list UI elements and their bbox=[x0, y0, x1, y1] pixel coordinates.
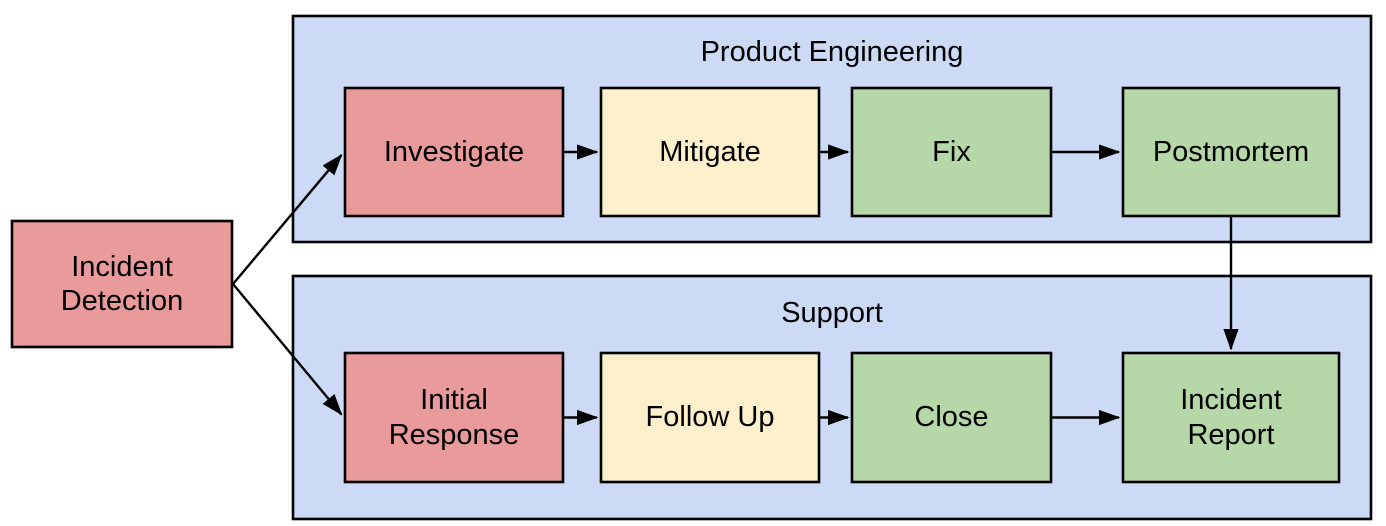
node-shape-group bbox=[10, 86, 1341, 484]
node-mitigate[interactable] bbox=[599, 86, 821, 218]
node-investigate[interactable] bbox=[343, 86, 565, 218]
node-initial-response[interactable] bbox=[343, 351, 565, 484]
connector-group bbox=[232, 144, 1239, 426]
node-incident-detection[interactable] bbox=[10, 219, 234, 349]
node-fix[interactable] bbox=[850, 86, 1053, 218]
connector-detection-to-initial-response bbox=[232, 283, 343, 416]
node-incident-report[interactable] bbox=[1121, 351, 1341, 484]
node-close[interactable] bbox=[850, 351, 1053, 484]
node-postmortem[interactable] bbox=[1121, 86, 1341, 218]
connector-detection-to-investigate bbox=[232, 153, 343, 285]
node-follow-up[interactable] bbox=[599, 351, 821, 484]
